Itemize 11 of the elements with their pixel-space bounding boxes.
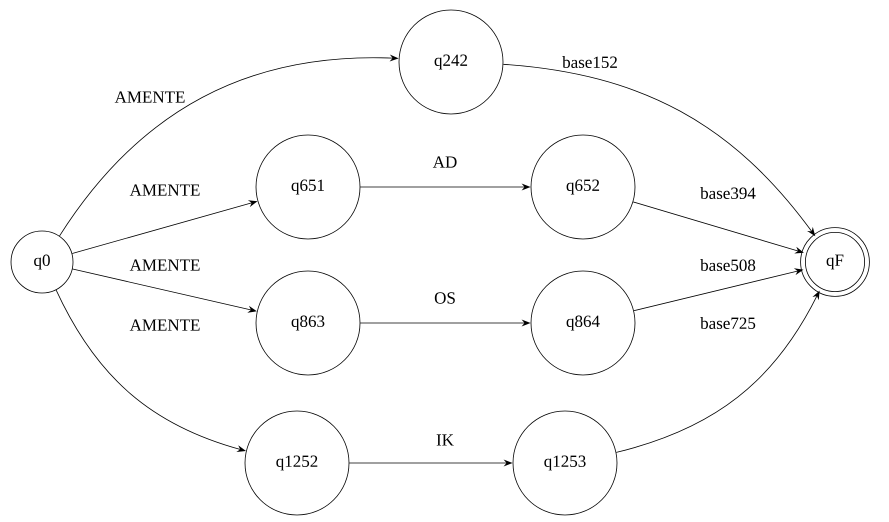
- edge-label: AMENTE: [128, 258, 202, 272]
- edge-label: AMENTE: [128, 183, 202, 197]
- edge-label: OS: [433, 291, 457, 305]
- edge-label: base725: [699, 316, 757, 330]
- edge-label: AMENTE: [114, 90, 186, 104]
- edge-label: base394: [699, 186, 757, 200]
- edge-label: base508: [699, 258, 757, 272]
- edge-label: AD: [432, 155, 458, 169]
- edge-label: IK: [435, 433, 455, 447]
- edge-label: base152: [561, 55, 619, 69]
- edge-label: AMENTE: [128, 318, 202, 332]
